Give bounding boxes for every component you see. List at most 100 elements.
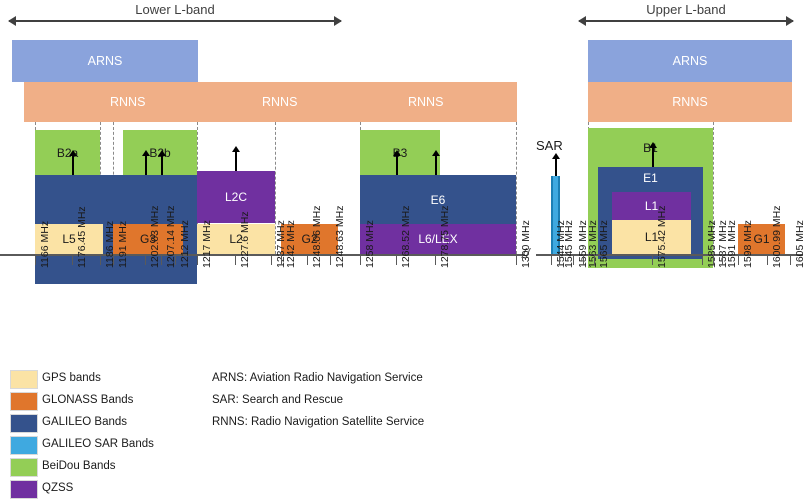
service-bar-rnns-upper: RNNS [588, 82, 792, 122]
band-block-g3: G3 [113, 224, 183, 254]
band-label: L1 [644, 199, 659, 213]
frequency-tick-label: 1242 MHz [285, 220, 297, 268]
band-block-l2c: L2C [197, 171, 275, 223]
frequency-axis-lower [0, 254, 525, 256]
service-label: ARNS [87, 54, 123, 68]
service-bar-arns-upper: ARNS [588, 40, 792, 82]
frequency-tick-label: 1191 MHz [117, 220, 129, 268]
band-label: E1 [643, 171, 658, 185]
service-bar-arns-lower: ARNS [12, 40, 198, 82]
frequency-tick-label: 1212 MHz [179, 220, 191, 268]
band-block-l1-gps: L1 [612, 220, 691, 254]
frequency-tick [72, 254, 74, 265]
frequency-tick [790, 254, 792, 265]
frequency-tick-label: 1227.6 MHz [239, 211, 251, 268]
band-label: G2 [301, 232, 318, 246]
band-label: L1 [644, 230, 659, 244]
frequency-tick [713, 254, 715, 265]
band-block-l2: L2 [197, 224, 275, 254]
frequency-tick [35, 254, 37, 265]
frequency-tick [738, 254, 740, 265]
band-block-b3: B3 [360, 130, 440, 175]
axis-break-marker: // [522, 245, 530, 261]
legend-swatch [10, 392, 38, 411]
abbreviation-line: RNNS: Radio Navigation Satellite Service [212, 416, 425, 428]
frequency-tick-label: 1598 MHz [742, 220, 754, 268]
band-label: L5 [62, 232, 76, 246]
frequency-tick [360, 254, 362, 265]
sar-caption: SAR [536, 138, 563, 153]
legend-item-label: GLONASS Bands [42, 394, 134, 406]
frequency-tick-label: 1186 MHz [104, 220, 116, 268]
band-block-l1-qzss: L1 [612, 192, 691, 220]
lower-lband-span-label: Lower L-band [135, 2, 215, 17]
frequency-tick [396, 254, 398, 265]
abbreviation-line: ARNS: Aviation Radio Navigation Service [212, 372, 423, 384]
legend-item-label: GALILEO SAR Bands [42, 438, 154, 450]
carrier-arrow-1227 [232, 146, 239, 171]
frequency-tick [516, 254, 518, 265]
band-label: L6/LEX [418, 232, 458, 246]
frequency-tick-label: 1575.42 MHz [656, 205, 668, 268]
band-label: G3 [139, 232, 156, 246]
band-block-b2a: B2a [35, 130, 100, 175]
frequency-tick [100, 254, 102, 265]
frequency-tick-label: 1258 MHz [364, 220, 376, 268]
band-block-l5: L5 [35, 224, 103, 254]
guide-line [516, 122, 517, 254]
legend-swatch [10, 480, 38, 499]
service-label: RNNS [672, 95, 708, 109]
frequency-tick-label: 1248.06 MHz [311, 205, 323, 268]
frequency-tick [435, 254, 437, 265]
band-label: L2C [224, 190, 247, 204]
service-label: ARNS [672, 54, 708, 68]
frequency-tick [175, 254, 177, 265]
frequency-tick [652, 254, 654, 265]
service-label: RNNS [110, 95, 146, 109]
frequency-tick [307, 254, 309, 265]
frequency-tick-label: 1565 MHz [598, 220, 610, 268]
frequency-tick [161, 254, 163, 265]
carrier-arrow-1268 [393, 150, 400, 175]
lower-lband-span-arrow [8, 16, 342, 26]
frequency-tick [573, 254, 575, 265]
frequency-tick-label: 1268.52 MHz [400, 205, 412, 268]
carrier-arrow-1278 [432, 150, 439, 175]
service-label: RNNS [262, 95, 298, 109]
upper-lband-span-arrow [578, 16, 794, 26]
frequency-tick-label: 1591 MHz [726, 220, 738, 268]
service-bar-rnns-lower: RNNS RNNS RNNS [24, 82, 517, 122]
guide-line [275, 122, 276, 254]
frequency-tick [583, 254, 585, 265]
frequency-tick [594, 254, 596, 265]
guide-line [713, 122, 714, 254]
frequency-tick-label: 1605 MHz [794, 220, 803, 268]
frequency-tick-label: 1600.99 MHz [771, 205, 783, 268]
frequency-tick [235, 254, 237, 265]
band-block-g1: G1 [738, 224, 785, 254]
frequency-axis-upper [536, 254, 803, 256]
carrier-arrow-1202 [142, 150, 149, 175]
frequency-tick-label: 1278.75 MHz [439, 205, 451, 268]
carrier-arrow-1575 [649, 142, 656, 167]
frequency-tick [702, 254, 704, 265]
band-label: L2 [229, 232, 243, 246]
service-label: RNNS [408, 95, 444, 109]
frequency-tick [722, 254, 724, 265]
band-block-sar [551, 176, 560, 254]
legend-item-label: GALILEO Bands [42, 416, 128, 428]
carrier-arrow-1207 [158, 150, 165, 175]
frequency-tick [197, 254, 199, 265]
frequency-tick [330, 254, 332, 265]
frequency-tick-label: 1166 MHz [39, 220, 51, 268]
legend-item-label: QZSS [42, 482, 74, 494]
legend-swatch [10, 414, 38, 433]
frequency-tick [281, 254, 283, 265]
frequency-tick [145, 254, 147, 265]
band-label: G1 [753, 232, 770, 246]
frequency-tick-label: 1176.45 MHz [76, 206, 88, 268]
legend-swatch [10, 370, 38, 389]
frequency-tick-label: 1248.63 MHz [334, 205, 346, 268]
legend-item-label: BeiDou Bands [42, 460, 116, 472]
